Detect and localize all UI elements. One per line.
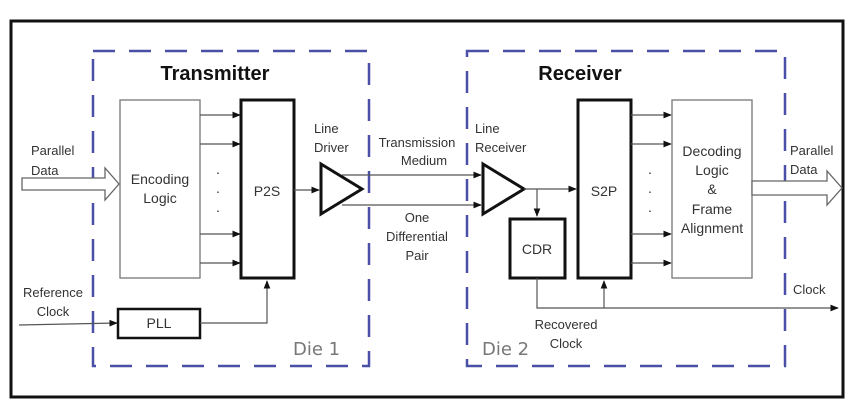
recovered-clock-line: [536, 278, 839, 312]
p2s-block: [239, 98, 296, 280]
decoding-label-4: Frame: [692, 201, 733, 217]
differential-pair-lines: [342, 171, 482, 209]
die-1-label: Die 1: [293, 339, 340, 360]
s2p-block: [576, 98, 633, 280]
decoding-logic-block: [671, 99, 753, 279]
rx-parallel-data-label-1: Parallel: [790, 143, 833, 158]
encoding-to-p2s-bus: [200, 111, 241, 267]
p2s-label: P2S: [254, 183, 280, 199]
encoding-logic-label-1: Encoding: [131, 171, 189, 187]
pll-to-p2s-line: [200, 280, 271, 324]
decoding-label-2: Logic: [695, 162, 728, 178]
ref-clock-label-2: Clock: [37, 304, 70, 319]
decoding-label-3: &: [707, 181, 717, 197]
decoding-label-1: Decoding: [682, 143, 741, 159]
parallel-data-output-arrow: [751, 169, 843, 207]
tx-bus-ellipsis-1: ·: [216, 164, 221, 180]
differential-pair-label-3: Pair: [405, 248, 429, 263]
pll-label: PLL: [147, 315, 172, 331]
ref-clock-to-pll-line: [18, 319, 118, 327]
clock-out-label: Clock: [793, 282, 826, 297]
rx-bus-ellipsis-3: ·: [648, 202, 653, 218]
line-driver-label-1: Line: [314, 121, 339, 136]
transmission-medium-label-2: Medium: [401, 153, 447, 168]
die-2-label: Die 2: [482, 339, 529, 360]
recovered-clock-label-2: Clock: [550, 336, 583, 351]
transmitter-die-boundary: [91, 49, 371, 368]
differential-pair-label-2: Differential: [386, 229, 448, 244]
line-receiver-label-2: Receiver: [475, 140, 527, 155]
line-driver-label-2: Driver: [314, 140, 349, 155]
line-receiver-triangle: [481, 161, 527, 217]
transmission-medium-label-1: Transmission: [379, 135, 456, 150]
pll-block: [116, 307, 202, 340]
tx-bus-ellipsis-2: ·: [216, 183, 221, 199]
parallel-data-input-arrow: [21, 166, 120, 202]
cdr-block: [508, 217, 567, 280]
receiver-die-boundary: [465, 49, 787, 368]
differential-pair-label-1: One: [405, 210, 430, 225]
line-driver-triangle: [319, 161, 365, 217]
transmitter-title: Transmitter: [161, 63, 270, 85]
tx-parallel-data-label-1: Parallel: [31, 143, 74, 158]
encoding-logic-label-2: Logic: [143, 190, 176, 206]
cdr-label: CDR: [522, 241, 552, 257]
line-receiver-label-1: Line: [475, 121, 500, 136]
rx-bus-ellipsis-2: ·: [648, 183, 653, 199]
tx-parallel-data-label-2: Data: [31, 163, 59, 178]
tx-bus-ellipsis-3: ·: [216, 202, 221, 218]
encoding-logic-block: [119, 99, 201, 279]
rx-parallel-data-label-2: Data: [790, 162, 818, 177]
decoding-label-5: Alignment: [681, 220, 743, 236]
s2p-to-decoding-bus: [631, 111, 672, 267]
rx-bus-ellipsis-1: ·: [648, 164, 653, 180]
ref-clock-label-1: Reference: [23, 285, 83, 300]
s2p-label: S2P: [591, 183, 617, 199]
receiver-title: Receiver: [538, 63, 622, 85]
recovered-clock-label-1: Recovered: [535, 317, 598, 332]
